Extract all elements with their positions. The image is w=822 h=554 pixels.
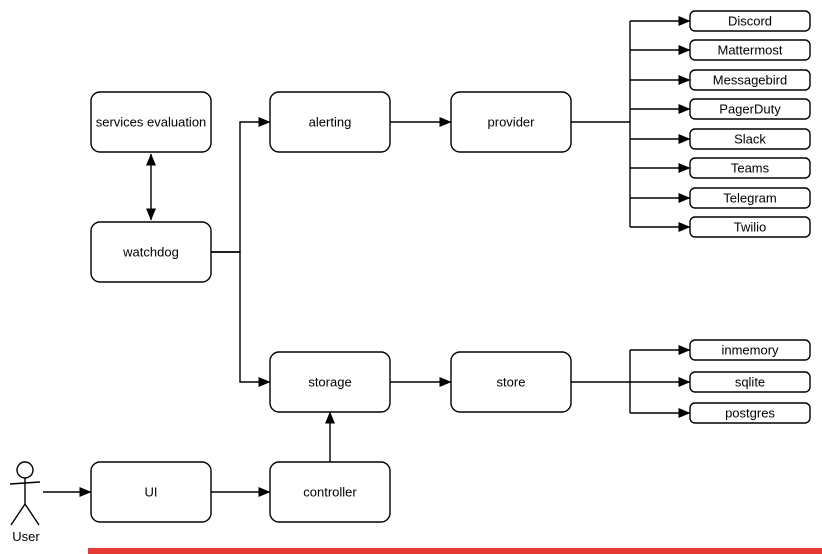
node-slack[interactable]: Slack xyxy=(689,128,811,150)
node-ui[interactable]: UI xyxy=(90,461,212,523)
node-watchdog-label: watchdog xyxy=(122,245,179,260)
edge-watchdog-storage xyxy=(211,251,271,387)
node-twilio[interactable]: Twilio xyxy=(689,216,811,238)
node-sqlite[interactable]: sqlite xyxy=(689,371,811,393)
node-ui-label: UI xyxy=(145,485,158,500)
node-pagerduty-label: PagerDuty xyxy=(719,102,781,117)
actor-user-legs xyxy=(10,503,40,526)
node-provider-label: provider xyxy=(488,115,536,130)
node-teams-box[interactable] xyxy=(689,157,811,179)
node-inmemory-label: inmemory xyxy=(721,343,779,358)
node-twilio-label: Twilio xyxy=(734,220,767,235)
node-discord[interactable]: Discord xyxy=(689,10,811,32)
node-teams-label: Teams xyxy=(731,161,770,176)
node-sqlite-label: sqlite xyxy=(735,375,765,390)
node-sqlite-box[interactable] xyxy=(689,371,811,393)
node-storage-box[interactable] xyxy=(269,351,391,413)
edge-watchdog-alerting xyxy=(211,117,271,253)
node-ui-box[interactable] xyxy=(90,461,212,523)
node-store-label: store xyxy=(497,375,526,390)
connectors xyxy=(43,16,691,497)
node-discord-box[interactable] xyxy=(689,10,811,32)
node-postgres-label: postgres xyxy=(725,406,775,421)
node-pagerduty-box[interactable] xyxy=(689,98,811,120)
node-alerting[interactable]: alerting xyxy=(269,91,391,153)
actor-user-arms xyxy=(9,481,41,485)
node-controller-box[interactable] xyxy=(269,461,391,523)
node-discord-label: Discord xyxy=(728,14,772,29)
node-watchdog[interactable]: watchdog xyxy=(90,221,212,283)
node-storage-label: storage xyxy=(308,375,351,390)
actor-user-label: User xyxy=(12,529,40,544)
node-twilio-box[interactable] xyxy=(689,216,811,238)
node-telegram-box[interactable] xyxy=(689,187,811,209)
node-mattermost-label: Mattermost xyxy=(717,43,782,58)
node-alerting-box[interactable] xyxy=(269,91,391,153)
node-store[interactable]: store xyxy=(450,351,572,413)
node-teams[interactable]: Teams xyxy=(689,157,811,179)
node-provider[interactable]: provider xyxy=(450,91,572,153)
node-inmemory-box[interactable] xyxy=(689,339,811,361)
node-controller-label: controller xyxy=(303,485,357,500)
node-pagerduty[interactable]: PagerDuty xyxy=(689,98,811,120)
node-mattermost-box[interactable] xyxy=(689,39,811,61)
node-slack-box[interactable] xyxy=(689,128,811,150)
node-storage[interactable]: storage xyxy=(269,351,391,413)
node-postgres-box[interactable] xyxy=(689,402,811,424)
node-provider-box[interactable] xyxy=(450,91,572,153)
node-messagebird-label: Messagebird xyxy=(713,73,787,88)
node-alerting-label: alerting xyxy=(309,115,352,130)
node-controller[interactable]: controller xyxy=(269,461,391,523)
node-telegram-label: Telegram xyxy=(723,191,776,206)
node-services-evaluation-label: services evaluation xyxy=(96,115,207,130)
node-mattermost[interactable]: Mattermost xyxy=(689,39,811,61)
actor-user[interactable]: User xyxy=(9,461,41,544)
actor-user-head-icon xyxy=(16,461,34,479)
node-services-evaluation[interactable]: services evaluation xyxy=(90,91,212,153)
node-telegram[interactable]: Telegram xyxy=(689,187,811,209)
node-store-box[interactable] xyxy=(450,351,572,413)
bottom-red-bar xyxy=(88,548,822,554)
node-slack-label: Slack xyxy=(734,132,766,147)
node-postgres[interactable]: postgres xyxy=(689,402,811,424)
node-messagebird[interactable]: Messagebird xyxy=(689,69,811,91)
node-messagebird-box[interactable] xyxy=(689,69,811,91)
node-inmemory[interactable]: inmemory xyxy=(689,339,811,361)
node-watchdog-box[interactable] xyxy=(90,221,212,283)
node-services-evaluation-box[interactable] xyxy=(90,91,212,153)
